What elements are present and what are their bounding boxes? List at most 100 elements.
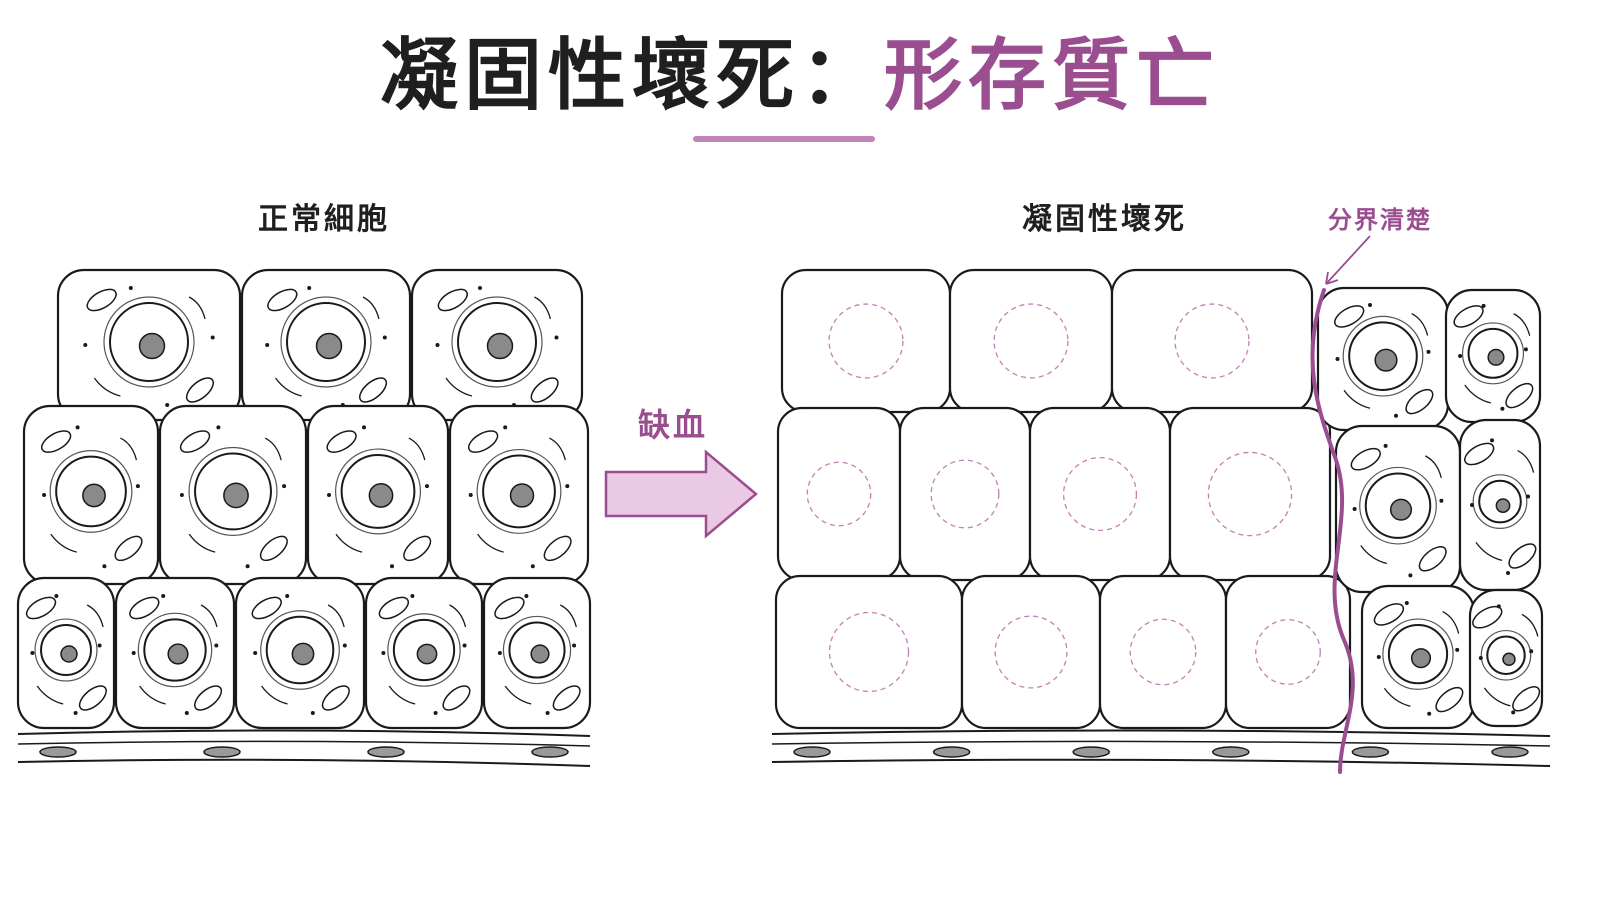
mitochondrion bbox=[1472, 605, 1503, 629]
page-title: 凝固性壞死：形存質亡 bbox=[0, 26, 1600, 126]
mitochondrion bbox=[1334, 305, 1365, 328]
endoplasmic-reticulum bbox=[534, 296, 552, 320]
ischemia-label: 缺血 bbox=[638, 406, 709, 444]
title-underline bbox=[693, 136, 875, 142]
nucleolus bbox=[416, 643, 438, 665]
endoplasmic-reticulum bbox=[449, 604, 467, 628]
endoplasmic-reticulum bbox=[1411, 312, 1429, 336]
nucleolus bbox=[368, 483, 394, 508]
normal-cell bbox=[56, 268, 242, 422]
basement-line-mid bbox=[771, 740, 1551, 747]
mitochondrion bbox=[40, 430, 72, 453]
mitochondrion bbox=[378, 596, 410, 620]
cytoplasm-granule bbox=[530, 564, 535, 569]
necrotic-cell bbox=[780, 268, 952, 414]
cytoplasm-granule bbox=[1404, 601, 1409, 606]
capillary-nucleus bbox=[793, 746, 831, 758]
capillary-nucleus bbox=[1072, 746, 1110, 758]
ghost-nucleus bbox=[1174, 303, 1250, 379]
nucleolus bbox=[1374, 348, 1398, 372]
normal-cell bbox=[16, 576, 116, 730]
nucleolus bbox=[60, 645, 78, 663]
endoplasmic-reticulum bbox=[1360, 545, 1387, 565]
mitochondrion bbox=[1418, 546, 1447, 572]
mitochondrion bbox=[129, 596, 160, 620]
nucleolus bbox=[167, 643, 189, 665]
capillary-nucleus bbox=[367, 746, 405, 758]
nucleolus bbox=[138, 332, 166, 360]
capillary-nucleus bbox=[1351, 746, 1390, 758]
capillary-nucleus bbox=[932, 746, 971, 758]
cytoplasm-granule bbox=[214, 643, 219, 648]
ghost-nucleus bbox=[806, 461, 872, 527]
endoplasmic-reticulum bbox=[188, 296, 206, 320]
cytoplasm-granule bbox=[425, 484, 429, 489]
nucleolus bbox=[315, 332, 343, 360]
mitochondrion bbox=[1505, 382, 1534, 409]
nuclear-envelope bbox=[1461, 322, 1525, 385]
title-accent: 形存質亡 bbox=[884, 31, 1221, 121]
cytoplasm-granule bbox=[30, 651, 35, 655]
cytoplasm-granule bbox=[1490, 438, 1494, 443]
mitochondrion bbox=[114, 535, 143, 562]
cytoplasm-granule bbox=[97, 643, 102, 648]
nuclear-envelope bbox=[1342, 315, 1424, 397]
necrotic-cell bbox=[960, 574, 1102, 730]
mitochondrion bbox=[467, 430, 499, 453]
normal-cell bbox=[306, 404, 450, 586]
necrotic-cell bbox=[776, 406, 902, 582]
cytoplasm-granule bbox=[390, 564, 394, 569]
mitochondrion bbox=[185, 377, 215, 403]
capillary-nucleus bbox=[1491, 746, 1529, 758]
cytoplasm-granule bbox=[1526, 494, 1530, 499]
endoplasmic-reticulum bbox=[1483, 687, 1511, 707]
endoplasmic-reticulum bbox=[388, 685, 416, 705]
cytoplasm-granule bbox=[245, 564, 250, 569]
nucleolus bbox=[1410, 648, 1432, 669]
cytoplasm-granule bbox=[497, 651, 502, 655]
basement-line-top bbox=[771, 729, 1551, 737]
cytoplasm-granule bbox=[1511, 710, 1516, 715]
cytoplasm-granule bbox=[1335, 357, 1340, 361]
endoplasmic-reticulum bbox=[477, 533, 504, 553]
mitochondrion bbox=[267, 288, 298, 312]
cell-outline bbox=[1028, 406, 1172, 582]
cell-outline bbox=[1098, 574, 1228, 730]
necrotic-cell bbox=[898, 406, 1032, 582]
cytoplasm-granule bbox=[161, 594, 166, 598]
boundary-pointer-head bbox=[1325, 271, 1339, 285]
mitochondrion bbox=[437, 288, 468, 312]
ghost-nucleus bbox=[828, 611, 910, 693]
cytoplasm-granule bbox=[42, 493, 47, 497]
endoplasmic-reticulum bbox=[1517, 450, 1535, 473]
capillary-nucleus bbox=[203, 746, 241, 758]
cytoplasm-granule bbox=[1470, 503, 1474, 507]
mitochondrion bbox=[543, 535, 572, 562]
nuclear-envelope bbox=[280, 296, 372, 388]
nucleolus bbox=[486, 332, 514, 360]
nucleolus bbox=[1502, 652, 1516, 667]
title-main: 凝固性壞死： bbox=[379, 31, 884, 121]
nuclear-envelope bbox=[1359, 466, 1437, 545]
normal-cell bbox=[22, 404, 160, 586]
normal-cell bbox=[364, 576, 484, 730]
cytoplasm-granule bbox=[1481, 303, 1486, 308]
cytoplasm-granule bbox=[503, 425, 508, 430]
mitochondrion bbox=[1405, 388, 1434, 415]
nuclear-envelope bbox=[103, 296, 195, 388]
necrosis-label: 凝固性壞死 bbox=[1022, 202, 1187, 237]
cytoplasm-granule bbox=[83, 343, 88, 347]
mitochondrion bbox=[1512, 686, 1541, 712]
mitochondrion bbox=[193, 685, 223, 711]
cytoplasm-granule bbox=[1368, 303, 1372, 308]
mitochondrion bbox=[1373, 603, 1405, 626]
cytoplasm-granule bbox=[210, 335, 215, 340]
mitochondrion bbox=[326, 430, 357, 453]
ghost-nucleus bbox=[1129, 618, 1197, 686]
boundary-label: 分界清楚 bbox=[1328, 206, 1432, 234]
mitochondrion bbox=[259, 535, 288, 562]
cytoplasm-granule bbox=[1426, 349, 1431, 354]
cytoplasm-granule bbox=[342, 643, 347, 648]
necrotic-cell bbox=[1168, 406, 1332, 582]
endoplasmic-reticulum bbox=[1383, 687, 1411, 707]
